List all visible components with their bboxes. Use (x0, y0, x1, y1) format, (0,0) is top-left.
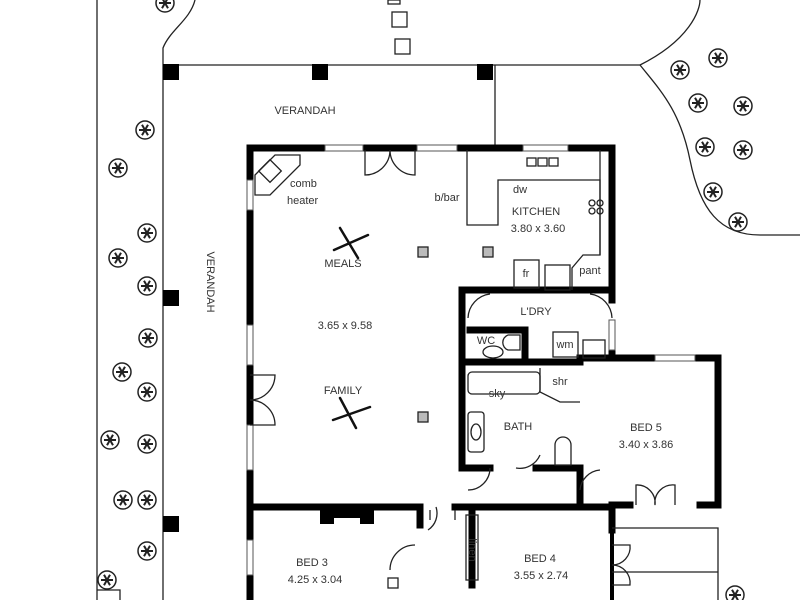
shower-label: shr (552, 376, 568, 388)
dishwasher-label: dw (513, 184, 527, 196)
tree-icon (733, 96, 753, 116)
kitchen-label: KITCHEN (512, 206, 560, 218)
family-size: 3.65 x 9.58 (318, 320, 372, 332)
tree-icon (708, 48, 728, 68)
tree-icon (108, 248, 128, 268)
tree-icon (695, 137, 715, 157)
stepping-stones (387, 0, 411, 55)
tree-icon (703, 182, 723, 202)
tree-icon (137, 223, 157, 243)
tree-icon (137, 434, 157, 454)
tree-icon (733, 140, 753, 160)
comb-heater-label-1: comb (290, 178, 317, 190)
washing-machine-label: wm (555, 339, 573, 351)
tree-icon (137, 490, 157, 510)
ceiling-fans (331, 226, 372, 430)
tree-icon (138, 328, 158, 348)
bed3-size: 4.25 x 3.04 (288, 574, 342, 586)
verandah (162, 64, 640, 600)
tree-icon (108, 158, 128, 178)
verandah-top-label: VERANDAH (274, 105, 335, 117)
bed4-label: BED 4 (524, 553, 556, 565)
tree-icon (155, 0, 175, 13)
laundry-label: L'DRY (520, 306, 552, 318)
bath-label: BATH (504, 421, 533, 433)
bed5-label: BED 5 (630, 422, 662, 434)
meals-label: MEALS (324, 258, 361, 270)
tree-icon (112, 362, 132, 382)
skylight-label: sky (489, 388, 506, 400)
bed4-size: 3.55 x 2.74 (514, 570, 568, 582)
tree-icon (725, 585, 745, 600)
tree-icon (670, 60, 690, 80)
tree-icon (100, 430, 120, 450)
fixtures (254, 150, 606, 589)
tree-icon (688, 93, 708, 113)
tree-icon (137, 276, 157, 296)
wc-label: WC (477, 335, 495, 347)
breakfast-bar-label: b/bar (434, 192, 459, 204)
doors (249, 149, 719, 600)
tree-icon (137, 382, 157, 402)
linen-label: linen (466, 538, 478, 561)
family-label: FAMILY (324, 385, 363, 397)
fridge-label: fr (523, 268, 530, 280)
tree-icon (137, 541, 157, 561)
tree-icon (97, 570, 117, 590)
site-boundary (96, 0, 800, 600)
comb-heater-label-2: heater (287, 195, 319, 207)
verandah-left-label: VERANDAH (204, 251, 216, 312)
tree-icon (135, 120, 155, 140)
kitchen-size: 3.80 x 3.60 (511, 223, 565, 235)
tree-icon (728, 212, 748, 232)
garden-trees (97, 0, 753, 600)
pantry-label: pant (579, 265, 600, 277)
tree-icon (113, 490, 133, 510)
walls (246, 144, 722, 600)
windows (246, 144, 696, 576)
bed3-label: BED 3 (296, 557, 328, 569)
downlights (417, 246, 494, 423)
bed5-size: 3.40 x 3.86 (619, 439, 673, 451)
